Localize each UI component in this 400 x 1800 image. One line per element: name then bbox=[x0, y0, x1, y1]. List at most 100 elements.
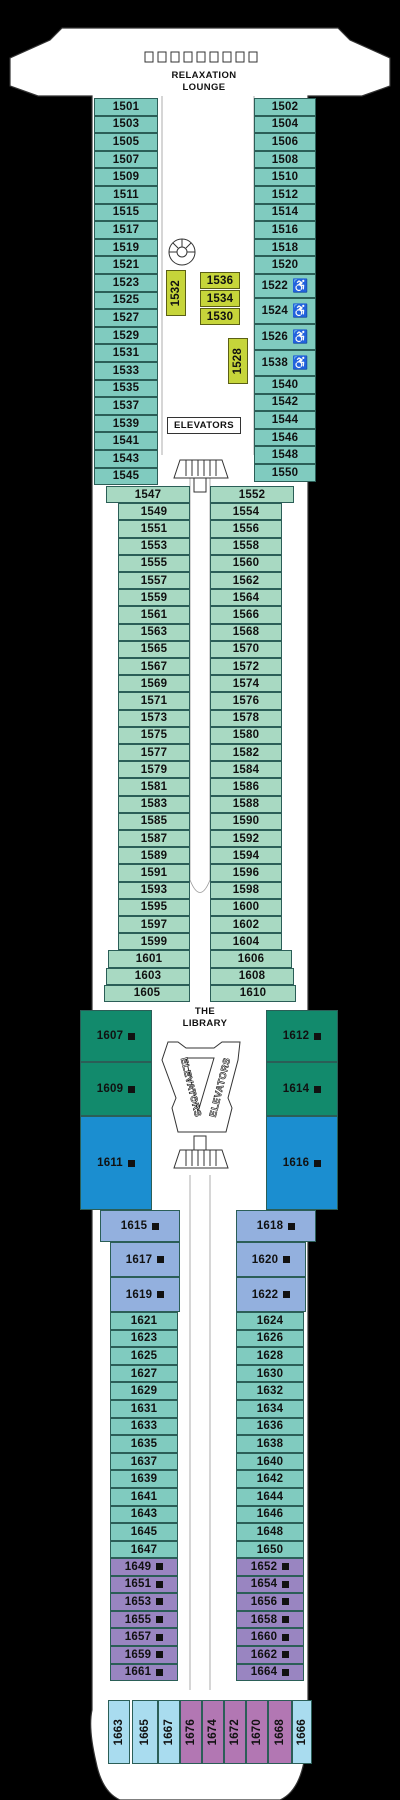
cabin-1535[interactable]: 1535 bbox=[94, 379, 158, 398]
cabin-1501[interactable]: 1501 bbox=[94, 98, 158, 116]
cabin-1608[interactable]: 1608 bbox=[210, 967, 294, 985]
cabin-1614[interactable]: 1614 bbox=[266, 1062, 338, 1116]
cabin-1593[interactable]: 1593 bbox=[118, 881, 190, 899]
cabin-1579[interactable]: 1579 bbox=[118, 761, 190, 779]
cabin-1598[interactable]: 1598 bbox=[210, 881, 282, 899]
cabin-1633[interactable]: 1633 bbox=[110, 1417, 178, 1436]
cabin-1615[interactable]: 1615 bbox=[100, 1210, 180, 1242]
cabin-1631[interactable]: 1631 bbox=[110, 1400, 178, 1418]
cabin-1546[interactable]: 1546 bbox=[254, 428, 316, 447]
cabin-1542[interactable]: 1542 bbox=[254, 393, 316, 412]
cabin-1588[interactable]: 1588 bbox=[210, 795, 282, 813]
cabin-1531[interactable]: 1531 bbox=[94, 344, 158, 362]
cabin-1670[interactable]: 1670 bbox=[246, 1700, 268, 1764]
cabin-1594[interactable]: 1594 bbox=[210, 847, 282, 865]
cabin-1514[interactable]: 1514 bbox=[254, 203, 316, 222]
cabin-1640[interactable]: 1640 bbox=[236, 1452, 304, 1471]
cabin-1657[interactable]: 1657 bbox=[110, 1628, 178, 1646]
cabin-1545[interactable]: 1545 bbox=[94, 467, 158, 486]
cabin-1559[interactable]: 1559 bbox=[118, 589, 190, 607]
cabin-1577[interactable]: 1577 bbox=[118, 744, 190, 762]
cabin-1534[interactable]: 1534 bbox=[200, 290, 240, 307]
cabin-1590[interactable]: 1590 bbox=[210, 812, 282, 830]
cabin-1639[interactable]: 1639 bbox=[110, 1470, 178, 1488]
cabin-1509[interactable]: 1509 bbox=[94, 168, 158, 186]
cabin-1641[interactable]: 1641 bbox=[110, 1488, 178, 1506]
cabin-1646[interactable]: 1646 bbox=[236, 1505, 304, 1524]
cabin-1552[interactable]: 1552 bbox=[210, 486, 294, 504]
cabin-1674[interactable]: 1674 bbox=[202, 1700, 224, 1764]
cabin-1624[interactable]: 1624 bbox=[236, 1312, 304, 1330]
cabin-1554[interactable]: 1554 bbox=[210, 503, 282, 521]
cabin-1662[interactable]: 1662 bbox=[236, 1646, 304, 1664]
cabin-1533[interactable]: 1533 bbox=[94, 362, 158, 380]
cabin-1622[interactable]: 1622 bbox=[236, 1277, 306, 1312]
cabin-1650[interactable]: 1650 bbox=[236, 1540, 304, 1559]
cabin-1583[interactable]: 1583 bbox=[118, 795, 190, 813]
cabin-1532[interactable]: 1532 bbox=[166, 270, 186, 316]
cabin-1672[interactable]: 1672 bbox=[224, 1700, 246, 1764]
cabin-1519[interactable]: 1519 bbox=[94, 238, 158, 257]
cabin-1604[interactable]: 1604 bbox=[210, 933, 282, 951]
cabin-1566[interactable]: 1566 bbox=[210, 606, 282, 624]
cabin-1647[interactable]: 1647 bbox=[110, 1540, 178, 1559]
cabin-1521[interactable]: 1521 bbox=[94, 256, 158, 274]
cabin-1510[interactable]: 1510 bbox=[254, 168, 316, 186]
cabin-1629[interactable]: 1629 bbox=[110, 1382, 178, 1400]
cabin-1518[interactable]: 1518 bbox=[254, 238, 316, 257]
cabin-1560[interactable]: 1560 bbox=[210, 554, 282, 572]
cabin-1645[interactable]: 1645 bbox=[110, 1523, 178, 1541]
cabin-1648[interactable]: 1648 bbox=[236, 1523, 304, 1541]
cabin-1558[interactable]: 1558 bbox=[210, 537, 282, 555]
cabin-1580[interactable]: 1580 bbox=[210, 726, 282, 744]
cabin-1621[interactable]: 1621 bbox=[110, 1312, 178, 1330]
cabin-1628[interactable]: 1628 bbox=[236, 1347, 304, 1365]
cabin-1655[interactable]: 1655 bbox=[110, 1610, 178, 1629]
cabin-1569[interactable]: 1569 bbox=[118, 675, 190, 693]
cabin-1565[interactable]: 1565 bbox=[118, 640, 190, 658]
cabin-1504[interactable]: 1504 bbox=[254, 115, 316, 134]
cabin-1516[interactable]: 1516 bbox=[254, 221, 316, 239]
cabin-1659[interactable]: 1659 bbox=[110, 1646, 178, 1664]
cabin-1502[interactable]: 1502 bbox=[254, 98, 316, 116]
cabin-1667[interactable]: 1667 bbox=[158, 1700, 180, 1764]
cabin-1582[interactable]: 1582 bbox=[210, 744, 282, 762]
cabin-1528[interactable]: 1528 bbox=[228, 338, 248, 384]
cabin-1556[interactable]: 1556 bbox=[210, 520, 282, 538]
cabin-1581[interactable]: 1581 bbox=[118, 778, 190, 796]
cabin-1526[interactable]: 1526♿ bbox=[254, 324, 316, 350]
cabin-1506[interactable]: 1506 bbox=[254, 133, 316, 151]
cabin-1578[interactable]: 1578 bbox=[210, 709, 282, 727]
cabin-1517[interactable]: 1517 bbox=[94, 221, 158, 239]
cabin-1520[interactable]: 1520 bbox=[254, 256, 316, 274]
cabin-1557[interactable]: 1557 bbox=[118, 572, 190, 590]
cabin-1606[interactable]: 1606 bbox=[210, 950, 292, 968]
cabin-1658[interactable]: 1658 bbox=[236, 1610, 304, 1629]
cabin-1638[interactable]: 1638 bbox=[236, 1435, 304, 1453]
cabin-1553[interactable]: 1553 bbox=[118, 537, 190, 555]
cabin-1544[interactable]: 1544 bbox=[254, 411, 316, 429]
cabin-1574[interactable]: 1574 bbox=[210, 675, 282, 693]
cabin-1626[interactable]: 1626 bbox=[236, 1329, 304, 1348]
cabin-1661[interactable]: 1661 bbox=[110, 1663, 178, 1682]
cabin-1567[interactable]: 1567 bbox=[118, 658, 190, 676]
cabin-1625[interactable]: 1625 bbox=[110, 1347, 178, 1365]
cabin-1612[interactable]: 1612 bbox=[266, 1010, 338, 1062]
cabin-1668[interactable]: 1668 bbox=[268, 1700, 292, 1764]
cabin-1663[interactable]: 1663 bbox=[108, 1700, 130, 1764]
cabin-1550[interactable]: 1550 bbox=[254, 464, 316, 482]
cabin-1524[interactable]: 1524♿ bbox=[254, 298, 316, 324]
cabin-1529[interactable]: 1529 bbox=[94, 326, 158, 345]
cabin-1634[interactable]: 1634 bbox=[236, 1400, 304, 1418]
cabin-1570[interactable]: 1570 bbox=[210, 640, 282, 658]
cabin-1623[interactable]: 1623 bbox=[110, 1329, 178, 1348]
cabin-1600[interactable]: 1600 bbox=[210, 898, 282, 916]
cabin-1616[interactable]: 1616 bbox=[266, 1116, 338, 1210]
cabin-1618[interactable]: 1618 bbox=[236, 1210, 316, 1242]
cabin-1652[interactable]: 1652 bbox=[236, 1558, 304, 1576]
cabin-1571[interactable]: 1571 bbox=[118, 692, 190, 710]
cabin-1620[interactable]: 1620 bbox=[236, 1242, 306, 1277]
cabin-1649[interactable]: 1649 bbox=[110, 1558, 178, 1576]
cabin-1660[interactable]: 1660 bbox=[236, 1628, 304, 1646]
cabin-1630[interactable]: 1630 bbox=[236, 1364, 304, 1383]
